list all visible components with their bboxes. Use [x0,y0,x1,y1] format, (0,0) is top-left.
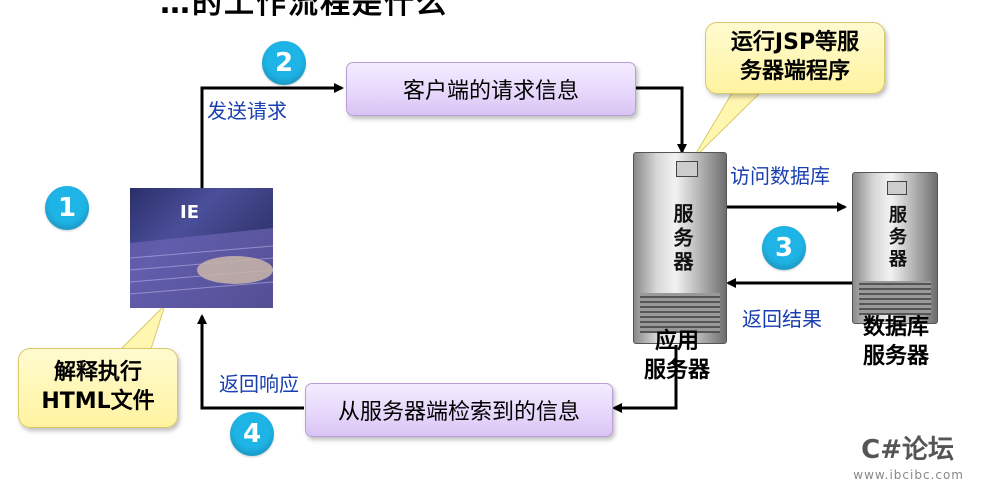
callout-interpret-line2: HTML文件 [41,389,155,414]
callout-interpret-line1: 解释执行 [53,360,142,386]
callout-server-line2: 务器端程序 [739,59,850,84]
label-send-request: 发送请求 [207,99,287,123]
app-server-slot [676,161,698,177]
db-server-slot [887,181,907,195]
callout-server-programs: 运行JSP等服 务器端程序 [705,22,885,94]
ie-client-image: IE [130,188,273,308]
step-2-badge: 2 [262,41,306,85]
app-server-vent [640,293,720,333]
app-server-caption-line2: 服务器 [643,357,710,383]
db-server-body-text: 服务器 [886,205,907,271]
app-server-caption-line1: 应用 [654,329,699,354]
arrow-send-request [200,83,344,188]
callout-interpret-html: 解释执行 HTML文件 [18,348,178,428]
db-server-icon: 服务器 [852,172,938,324]
db-server-caption: 数据库 服务器 [848,314,944,371]
label-return-response: 返回响应 [219,372,299,396]
page-title: …的工作流程是什么 [160,0,448,21]
client-request-text: 客户端的请求信息 [402,79,579,104]
laptop-keyboard-icon [130,228,273,308]
callout-pointer-ie [116,304,166,353]
callout-pointer-server [691,87,767,161]
client-request-box: 客户端的请求信息 [346,62,636,116]
arrow-to-response-box [612,345,678,413]
arrow-to-app-server [636,86,687,154]
ie-label: IE [180,202,199,223]
app-server-caption: 应用 服务器 [633,328,721,385]
app-server-icon: 服务器 [633,152,727,344]
retrieved-info-box: 从服务器端检索到的信息 [305,383,613,437]
db-server-caption-line1: 数据库 [862,315,929,340]
step-4-badge: 4 [230,412,274,456]
watermark-brand: C#论坛 [861,435,954,465]
label-access-db: 访问数据库 [730,164,830,188]
db-server-caption-line2: 服务器 [862,343,929,369]
watermark-url: www.ibcibc.com [853,468,964,482]
app-server-body-text: 服务器 [670,203,694,275]
step-3-badge: 3 [762,226,806,270]
callout-server-line1: 运行JSP等服 [730,30,860,56]
db-server-vent [859,281,931,315]
label-return-result: 返回结果 [742,307,822,331]
arrow-return-response [197,314,304,410]
step-1-badge: 1 [45,186,89,230]
retrieved-info-text: 从服务器端检索到的信息 [337,400,580,425]
